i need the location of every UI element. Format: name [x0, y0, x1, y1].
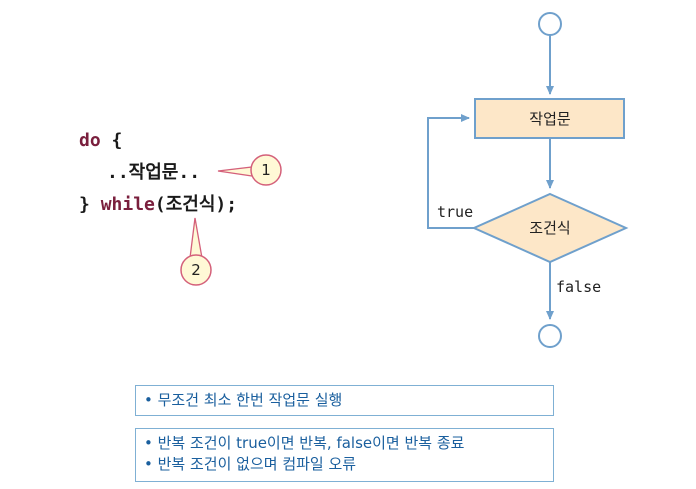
callout-2-number: 2: [191, 261, 201, 279]
process-node-label: 작업문: [529, 110, 571, 128]
callout-1-number: 1: [261, 161, 271, 179]
flowchart: 작업문 조건식 true false: [427, 12, 629, 348]
note-box-min-once: • 무조건 최소 한번 작업문 실행: [135, 385, 554, 416]
note-box-condition-rules: • 반복 조건이 true이면 반복, false이면 반복 종료 • 반복 조…: [135, 428, 554, 482]
note-line: • 반복 조건이 없으며 컴파일 오류: [144, 455, 357, 473]
code-block: do { ..작업문.. } while(조건식);: [79, 130, 237, 215]
edge-true-loop: [427, 114, 474, 229]
keyword-while: while: [101, 194, 155, 215]
code-line-1: do {: [79, 130, 122, 151]
callout-2-pointer: [189, 217, 203, 259]
edge-label-false: false: [556, 278, 601, 296]
condition-node-label: 조건식: [529, 219, 570, 237]
note-line: • 반복 조건이 true이면 반복, false이면 반복 종료: [144, 434, 465, 452]
end-node: [538, 324, 562, 348]
note-line: • 무조건 최소 한번 작업문 실행: [144, 391, 343, 409]
code-line-2: ..작업문..: [107, 162, 200, 183]
code-line-3: } while(조건식);: [79, 194, 237, 215]
callout-1: 1: [217, 154, 282, 186]
callout-1-circle: [250, 154, 282, 186]
code-brace-close: }: [79, 194, 101, 215]
code-brace-open: {: [101, 130, 123, 151]
code-condition: (조건식);: [155, 194, 237, 215]
callout-1-pointer: [217, 166, 253, 177]
callout-2: 2: [180, 217, 212, 286]
edge-label-true: true: [437, 203, 473, 221]
callout-2-circle: [180, 254, 212, 286]
keyword-do: do: [79, 130, 101, 151]
start-node: [538, 12, 562, 36]
